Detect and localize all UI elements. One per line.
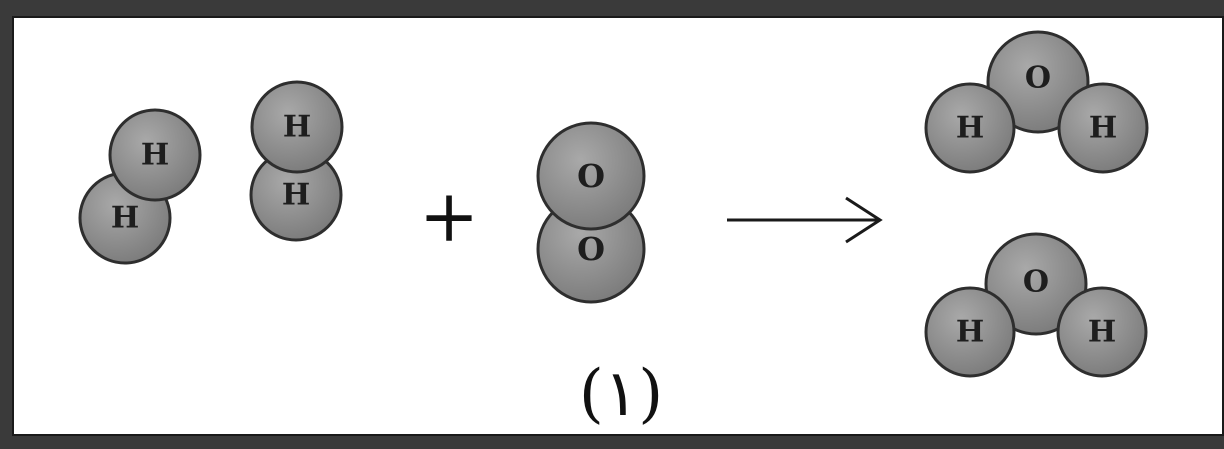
plus-sign: +	[419, 174, 479, 258]
hydrogen-atom	[108, 108, 202, 202]
oxygen-atom-label: O	[1025, 61, 1051, 96]
hydrogen-atom	[1057, 82, 1149, 174]
hydrogen-molecule-2: H H	[249, 80, 344, 242]
hydrogen-atom-label: H	[956, 315, 984, 350]
oxygen-atom-label: O	[577, 157, 605, 195]
hydrogen-atom-label: H	[282, 178, 310, 213]
oxygen-atom	[536, 121, 646, 231]
hydrogen-atom	[924, 82, 1016, 174]
oxygen-atom-label: O	[577, 230, 605, 268]
hydrogen-atom-label: H	[111, 201, 139, 236]
hydrogen-molecule-1: H H	[78, 108, 202, 265]
oxygen-atom	[984, 232, 1088, 336]
oxygen-molecule: O O	[536, 121, 646, 304]
hydrogen-atom-label: H	[956, 111, 984, 146]
reaction-arrow	[727, 196, 883, 244]
hydrogen-atom-label: H	[1088, 315, 1116, 350]
hydrogen-atom-label: H	[141, 138, 169, 173]
hydrogen-atom	[250, 80, 344, 174]
hydrogen-atom-label: H	[283, 110, 311, 145]
water-molecule-1: O H H	[924, 30, 1149, 174]
water-molecule-2: O H H	[924, 232, 1148, 378]
hydrogen-atom-label: H	[1089, 111, 1117, 146]
oxygen-atom-label: O	[1023, 265, 1049, 300]
figure-caption: (١)	[579, 357, 663, 431]
hydrogen-atom	[1056, 286, 1148, 378]
hydrogen-atom	[924, 286, 1016, 378]
